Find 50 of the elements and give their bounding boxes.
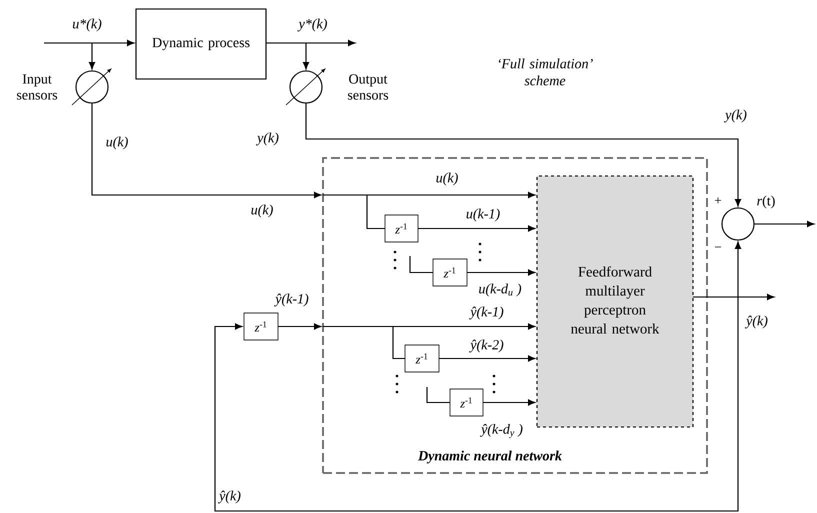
signal-arrow xyxy=(91,103,322,198)
signal-line xyxy=(426,387,450,404)
signal-arrow xyxy=(44,40,134,46)
sensor-label: Input sensors xyxy=(16,74,58,100)
scheme-caption: ‘Full simulation’ scheme xyxy=(498,58,593,86)
signal-label: u(k-1) xyxy=(466,208,500,222)
signal-label: y(k) xyxy=(256,132,278,146)
delay-block: z$^{-1}$ xyxy=(450,388,484,416)
signal-label: y(k) xyxy=(724,110,746,122)
signal-arrow xyxy=(278,323,322,330)
signal-label: u(k) xyxy=(436,172,458,186)
signal-label: u(k-d$_{u}$ ) xyxy=(479,284,522,296)
signal-line xyxy=(392,326,405,360)
signal-arrow xyxy=(323,192,536,198)
summing-junction xyxy=(721,207,755,241)
signal-label: u(k) xyxy=(251,204,273,218)
signal-label: ŷ(k-d$_{y}$ ) xyxy=(480,424,522,438)
delay-block: z$^{-1}$ xyxy=(244,312,278,340)
signal-line xyxy=(409,256,433,274)
signal-line xyxy=(366,195,385,230)
signal-arrow xyxy=(418,225,536,232)
delay-block: z$^{-1}$ xyxy=(432,258,468,286)
signal-arrow xyxy=(467,269,536,276)
signal-label: ŷ(k) xyxy=(744,316,768,328)
delay-block: z$^{-1}$ xyxy=(404,344,440,372)
sign-label: + xyxy=(714,197,722,204)
signal-arrow xyxy=(305,103,742,206)
sign-label: − xyxy=(714,246,722,248)
signal-arrow xyxy=(214,296,739,512)
signal-label: r(t) xyxy=(757,196,775,208)
delay-block: z$^{-1}$ xyxy=(384,214,418,242)
signal-label: u*(k) xyxy=(72,18,102,32)
signal-arrow xyxy=(754,220,814,228)
sensor-label: Output sensors xyxy=(348,74,388,100)
signal-label: ŷ(k-1) xyxy=(469,306,504,320)
sensor-symbol xyxy=(72,68,112,106)
signal-arrow xyxy=(323,323,536,330)
signal-label: y*(k) xyxy=(297,18,327,32)
signal-label: ŷ(k) xyxy=(218,490,240,504)
sensor-symbol xyxy=(286,68,326,106)
signal-arrow xyxy=(483,399,536,406)
signal-label: ŷ(k-2) xyxy=(469,340,504,352)
signal-label: ŷ(k-1) xyxy=(274,294,308,306)
network-box: Feedforward multilayer perceptron neural network xyxy=(536,175,694,428)
process-box: Dynamic process xyxy=(135,8,267,80)
signal-label: u(k) xyxy=(106,136,128,150)
signal-arrow xyxy=(302,43,310,70)
signal-arrow xyxy=(88,43,96,70)
signal-arrow xyxy=(439,355,536,362)
signal-arrow xyxy=(266,40,356,46)
